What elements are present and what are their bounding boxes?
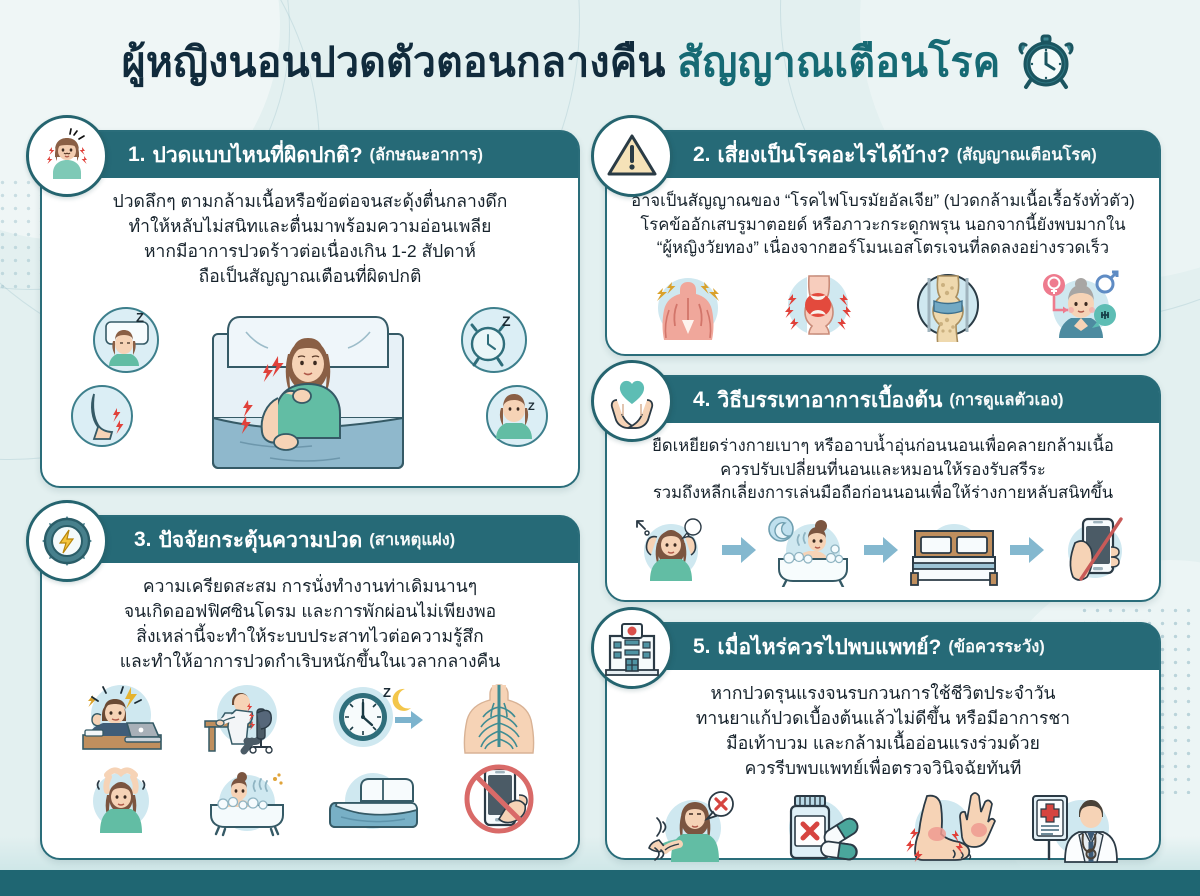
card4-number: 4.: [693, 388, 711, 411]
card4-line-3: รวมถึงหลีกเลี่ยงการเล่นมือถือก่อนนอนเพื่…: [652, 483, 1114, 503]
warning-triangle-icon: [591, 115, 673, 197]
alarm-clock-icon: [1014, 29, 1078, 98]
card1-line-4: ถือเป็นสัญญาณเตือนที่ผิดปกติ: [198, 265, 422, 286]
double-bed-icon: [905, 513, 1003, 587]
card3-icon-grid: Z: [58, 679, 562, 837]
card5-line-2: ทานยาแก้ปวดเบื้องต้นแล้วไม่ดีขึ้น หรือมี…: [695, 707, 1071, 728]
card2-body: อาจเป็นสัญญาณของ “โรคไฟโบรมัยอัลเจีย” (ป…: [607, 178, 1159, 352]
card3-subheading: (สาเหตุแฝง): [369, 531, 456, 549]
card2-text: อาจเป็นสัญญาณของ “โรคไฟโบรมัยอัลเจีย” (ป…: [623, 189, 1143, 260]
stretching-woman-icon: [69, 761, 173, 837]
card5-line-1: หากปวดรุนแรงจนรบกวนการใช้ชีวิตประจำวัน: [710, 683, 1056, 703]
doctor-with-chart-icon: [1025, 788, 1129, 866]
card3-line-4: และทำให้อาการปวดกำเริบหนักขึ้นในเวลากลาง…: [119, 650, 501, 671]
card1-body: ปวดลึกๆ ตามกล้ามเนื้อหรือข้อต่อจนสะดุ้งต…: [42, 178, 578, 484]
leg-pain-icon: [71, 385, 133, 448]
card3-text: ความเครียดสะสม การนั่งทำงานท่าเดิมนานๆ จ…: [58, 574, 562, 673]
svg-text:Z: Z: [502, 313, 511, 329]
card5-icon-row: [623, 788, 1143, 866]
card2-line-2: โรคข้ออักเสบรูมาตอยด์ หรือภาวะกระดูกพรุน…: [640, 214, 1126, 234]
stretching-head-icon: [627, 513, 715, 587]
card2-header: 2. เสี่ยงเป็นโรคอะไรได้บ้าง? (สัญญาณเตือ…: [607, 132, 1159, 178]
bottom-bar: [0, 870, 1200, 896]
hand-holding-phone-crossed-icon: [1051, 513, 1139, 587]
sleeping-face-pillow-icon: Z: [93, 307, 159, 374]
swollen-foot-hand-icon: [893, 788, 997, 866]
card4-line-1: ยืดเหยียดร่างกายเบาๆ หรืออาบน้ำอุ่นก่อนน…: [652, 436, 1114, 455]
card5-header: 5. เมื่อไหร่ควรไปพบแพทย์? (ข้อควรระวัง): [607, 624, 1159, 670]
hospital-building-icon: [591, 607, 673, 689]
card4-heading: วิธีบรรเทาอาการเบื้องต้น: [717, 388, 943, 412]
hands-holding-heart-icon: [591, 360, 673, 442]
card4-line-2: ควรปรับเปลี่ยนที่นอนและหมอนให้รองรับสรีร…: [720, 459, 1046, 479]
card-disease-risk: 2. เสี่ยงเป็นโรคอะไรได้บ้าง? (สัญญาณเตือ…: [591, 115, 1161, 356]
card4-subheading: (การดูแลตัวเอง): [949, 391, 1064, 409]
card1-line-3: หากมีอาการปวดร้าวต่อเนื่องเกิน 1-2 สัปดา…: [144, 240, 476, 261]
card-self-care: 4. วิธีบรรเทาอาการเบื้องต้น (การดูแลตัวเ…: [591, 360, 1161, 602]
clock-night-moon-icon: Z: [321, 679, 425, 755]
card1-subheading: (ลักษณะอาการ): [369, 146, 483, 164]
card3-number: 3.: [134, 528, 152, 551]
alarm-clock-zzz-icon: Z: [461, 307, 527, 374]
card2-subheading: (สัญญาณเตือนโรค): [956, 146, 1097, 164]
page-title-dark: ผู้หญิงนอนปวดตัวตอนกลางคืน: [121, 39, 666, 86]
back-muscle-pain-icon: [647, 268, 729, 342]
card5-body: หากปวดรุนแรงจนรบกวนการใช้ชีวิตประจำวัน ท…: [607, 670, 1159, 876]
card2-line-3: “ผู้หญิงวัยทอง” เนื่องจากฮอร์โมนเอสโตรเจ…: [656, 238, 1110, 258]
page-title-teal: สัญญาณเตือนโรค: [677, 39, 1001, 86]
card2-icon-row: [623, 268, 1143, 342]
card4-body: ยืดเหยียดร่างกายเบาๆ หรืออาบน้ำอุ่นก่อนน…: [607, 423, 1159, 597]
arrow-right-icon: [864, 536, 898, 563]
card1-heading: ปวดแบบไหนที่ผิดปกติ?: [152, 143, 363, 167]
menopausal-woman-hormone-icon: [1037, 268, 1119, 342]
no-phone-icon: [447, 761, 551, 837]
gear-lightning-icon: [26, 500, 108, 582]
warm-bath-icon: [195, 761, 299, 837]
card5-line-3: มือเท้าบวม และกล้ามเนื้ออ่อนแรงร่วมด้วย: [726, 732, 1040, 753]
card3-line-3: สิ่งเหล่านี้จะทำให้ระบบประสาทไวต่อความรู…: [136, 625, 484, 646]
card5-line-4: ควรรีบพบแพทย์เพื่อตรวจวินิจฉัยทันที: [744, 757, 1022, 778]
numb-arm-woman-icon: [637, 788, 741, 866]
card1-number: 1.: [128, 143, 146, 166]
card5-subheading: (ข้อควรระวัง): [948, 638, 1045, 656]
svg-text:Z: Z: [136, 310, 144, 325]
card5-heading: เมื่อไหร่ควรไปพบแพทย์?: [717, 635, 942, 659]
woman-in-pain-icon: [26, 115, 108, 197]
card3-line-1: ความเครียดสะสม การนั่งทำงานท่าเดิมนานๆ: [142, 576, 478, 596]
card3-heading: ปัจจัยกระตุ้นความปวด: [158, 528, 363, 552]
card5-number: 5.: [693, 635, 711, 658]
osteoporosis-bone-icon: [907, 268, 989, 342]
card2-number: 2.: [693, 143, 711, 166]
woman-lying-in-bed-with-pain-illustration: Z Z: [58, 292, 562, 474]
svg-text:Z: Z: [528, 401, 535, 413]
card-pain-triggers: 3. ปัจจัยกระตุ้นความปวด (สาเหตุแฝง) ความ…: [26, 500, 580, 860]
page-title: ผู้หญิงนอนปวดตัวตอนกลางคืน สัญญาณเตือนโร…: [0, 24, 1200, 102]
arrow-right-icon: [722, 536, 756, 563]
card1-header: 1. ปวดแบบไหนที่ผิดปกติ? (ลักษณะอาการ): [42, 132, 578, 178]
card1-line-2: ทำให้หลับไม่สนิทและตื่นมาพร้อมความอ่อนเพ…: [128, 215, 492, 236]
bed-pillows-icon: [321, 761, 425, 837]
card2-heading: เสี่ยงเป็นโรคอะไรได้บ้าง?: [717, 143, 950, 167]
card4-text: ยืดเหยียดร่างกายเบาๆ หรืออาบน้ำอุ่นก่อนน…: [623, 434, 1143, 505]
card1-text: ปวดลึกๆ ตามกล้ามเนื้อหรือข้อต่อจนสะดุ้งต…: [58, 189, 562, 288]
tired-woman-zzz-icon: Z: [486, 385, 548, 448]
woman-in-bathtub-icon: [763, 513, 857, 587]
stressed-worker-laptop-icon: [69, 679, 173, 755]
arrow-right-icon: [1010, 536, 1044, 563]
card2-line-1: อาจเป็นสัญญาณของ “โรคไฟโบรมัยอัลเจีย” (ป…: [631, 191, 1135, 210]
card3-body: ความเครียดสะสม การนั่งทำงานท่าเดิมนานๆ จ…: [42, 563, 578, 847]
card1-line-1: ปวดลึกๆ ตามกล้ามเนื้อหรือข้อต่อจนสะดุ้งต…: [112, 191, 508, 211]
svg-text:Z: Z: [383, 685, 391, 700]
card3-line-2: จนเกิดออฟฟิศซินโดรม และการพักผ่อนไม่เพีย…: [123, 600, 497, 621]
card4-header: 4. วิธีบรรเทาอาการเบื้องต้น (การดูแลตัวเ…: [607, 377, 1159, 423]
nervous-system-spine-icon: [447, 679, 551, 755]
card5-text: หากปวดรุนแรงจนรบกวนการใช้ชีวิตประจำวัน ท…: [623, 681, 1143, 780]
card3-header: 3. ปัจจัยกระตุ้นความปวด (สาเหตุแฝง): [42, 517, 578, 563]
card-see-doctor: 5. เมื่อไหร่ควรไปพบแพทย์? (ข้อควรระวัง) …: [591, 607, 1161, 864]
card-pain-characteristics: 1. ปวดแบบไหนที่ผิดปกติ? (ลักษณะอาการ) ปว…: [26, 115, 580, 488]
inflamed-joint-icon: [777, 268, 859, 342]
medicine-bottle-crossed-icon: [769, 788, 865, 866]
card4-flow-row: [623, 513, 1143, 587]
bad-posture-desk-icon: [195, 679, 299, 755]
